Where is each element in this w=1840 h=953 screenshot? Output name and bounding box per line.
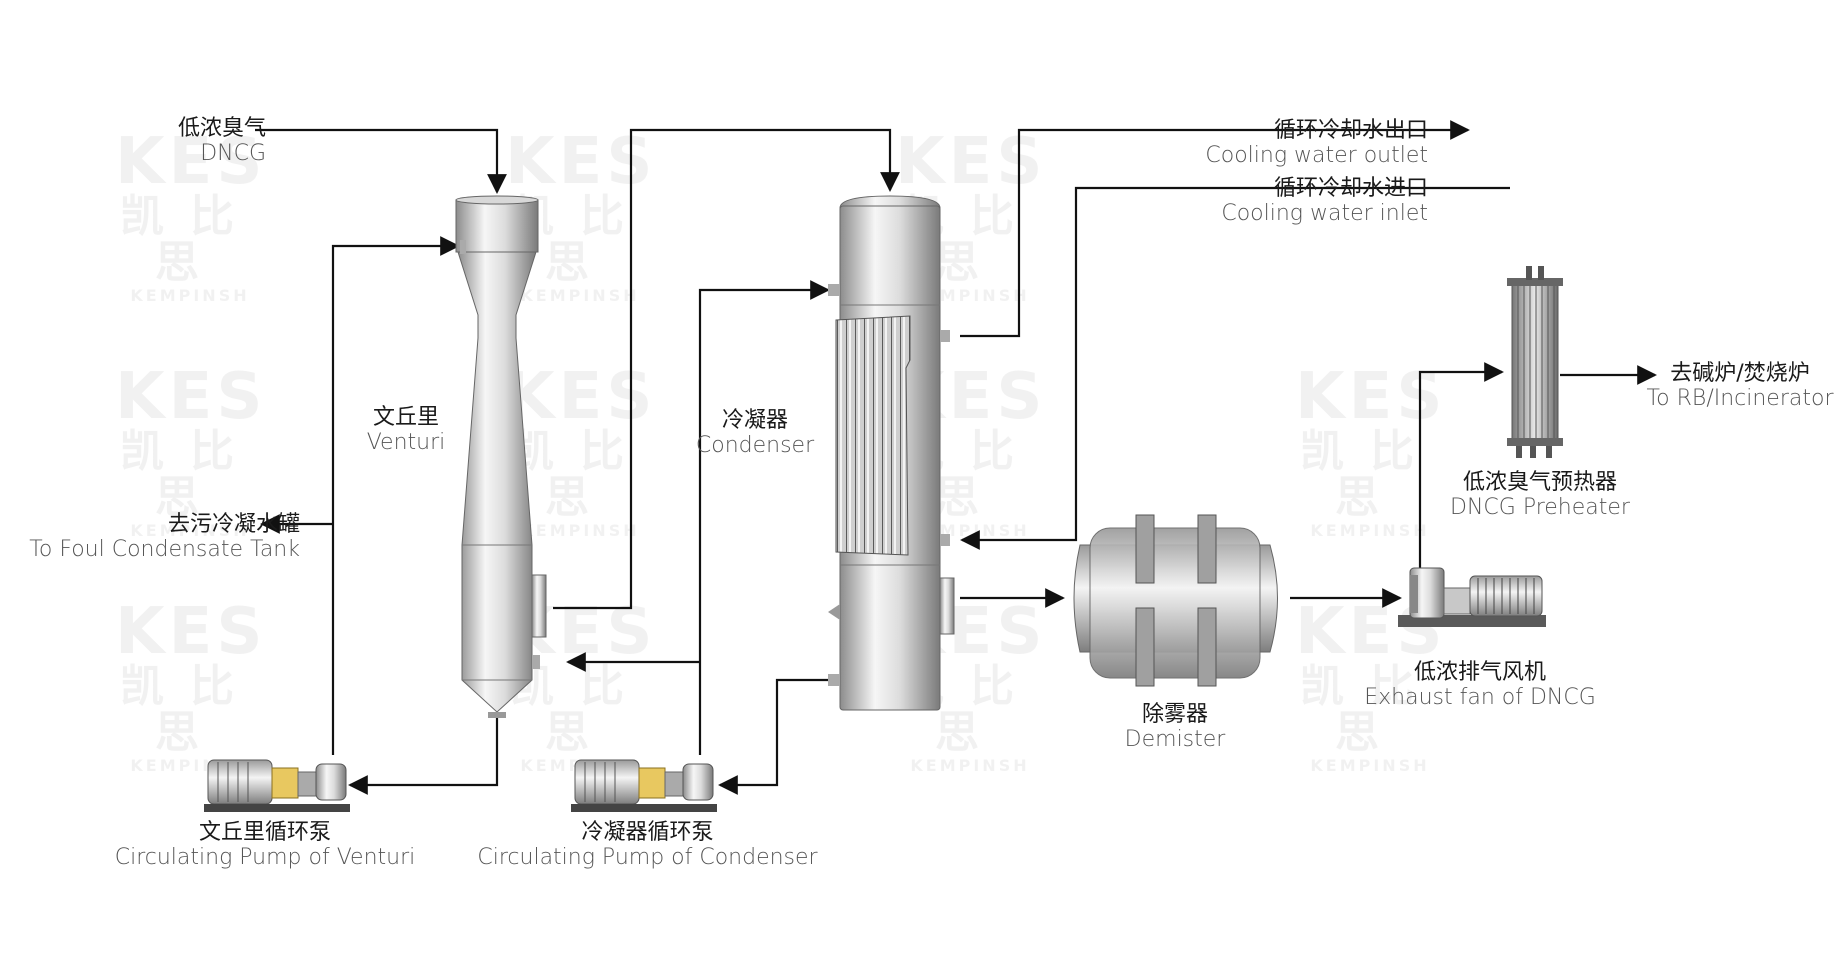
foul-condensate-label: 去污冷凝水罐 To Foul Condensate Tank [29, 512, 300, 563]
condenser-to-pump-line [718, 678, 828, 795]
venturi-vessel [455, 195, 547, 718]
piping [255, 120, 1657, 795]
cooling-water-outlet-label: 循环冷却水出口 Cooling water outlet [1205, 118, 1428, 169]
exhaust-fan-label: 低浓排气风机 Exhaust fan of DNCG [1364, 660, 1596, 711]
dncg-inlet-label: 低浓臭气 DNCG [177, 116, 266, 167]
condenser-vessel [828, 195, 955, 711]
venturi-bottom-to-pump-line [348, 718, 499, 795]
condenser-pump-label: 冷凝器循环泵 Circulating Pump of Condenser [477, 820, 818, 871]
condenser-pump [571, 759, 717, 812]
venturi-pump-discharge-line [331, 236, 460, 755]
cooling-water-inlet-label: 循环冷却水进口 Cooling water inlet [1221, 176, 1428, 227]
preheater-label: 低浓臭气预热器 DNCG Preheater [1450, 470, 1630, 521]
dncg-inlet-line [255, 128, 507, 194]
cooling-water-outlet-line [960, 120, 1470, 338]
dncg-preheater [1507, 266, 1563, 458]
venturi-pump-label: 文丘里循环泵 Circulating Pump of Venturi [114, 820, 416, 871]
to-rb-label: 去碱炉/焚烧炉 To RB/Incinerator [1646, 361, 1834, 412]
cooling-water-inlet-line [960, 186, 1510, 550]
venturi-label: 文丘里 Venturi [366, 405, 446, 456]
demister-label: 除雾器 Demister [1124, 702, 1226, 753]
condenser-pump-discharge-line [698, 280, 830, 755]
venturi-to-condenser-line [553, 128, 900, 610]
condenser-label: 冷凝器 Condenser [695, 408, 815, 459]
exhaust-fan [1398, 567, 1546, 627]
fan-to-preheater-line [1418, 362, 1504, 568]
demister-vessel [1073, 514, 1278, 687]
venturi-pump [204, 759, 350, 812]
